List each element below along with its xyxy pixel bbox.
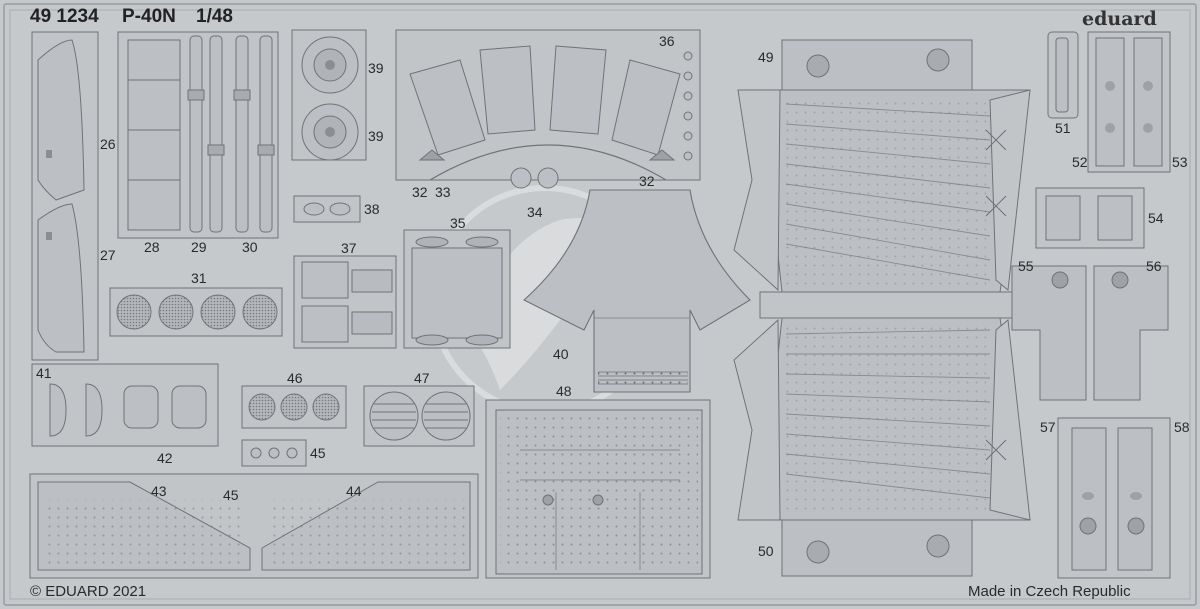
part-label-27: 27 [100,247,116,263]
part-label-48: 48 [556,383,572,399]
part-label-38: 38 [364,201,380,217]
part-32-36-group [395,29,701,189]
part-40-group [523,189,751,393]
part-55-56-group [1011,265,1169,401]
part-label-29: 29 [191,239,207,255]
fret-inner-frame [9,9,1191,600]
part-50-group [733,291,1031,577]
part-41-42-group [31,363,219,447]
part-label-55: 55 [1018,258,1034,274]
part-51-group [1047,31,1079,119]
part-48-group [485,399,711,579]
part-47-group [363,385,475,447]
part-label-58: 58 [1174,419,1190,435]
part-label-41: 41 [36,365,52,381]
part-37-group [293,255,397,349]
part-52-53-group [1087,31,1171,173]
part-label-49: 49 [758,49,774,65]
part-label-33: 33 [435,184,451,200]
part-label-39-bottom: 39 [368,128,384,144]
copyright-text: © EDUARD 2021 [30,583,147,600]
part-28-30-group [117,31,279,239]
part-label-43: 43 [151,483,167,499]
part-label-47: 47 [414,370,430,386]
part-label-28: 28 [144,239,160,255]
part-label-32-left: 32 [412,184,428,200]
part-46-group [241,385,347,429]
part-35-group [403,229,511,349]
part-label-36: 36 [659,33,675,49]
part-label-45-bottom: 45 [223,487,239,503]
part-label-57: 57 [1040,419,1056,435]
part-label-39-top: 39 [368,60,384,76]
part-43-44-group [29,473,479,579]
origin-text: Made in Czech Republic [968,583,1131,600]
part-label-44: 44 [346,483,362,499]
part-39-group [291,29,367,161]
fret-frame [3,3,1197,606]
part-label-40: 40 [553,346,569,362]
part-label-32-right: 32 [639,173,655,189]
part-label-35: 35 [450,215,466,231]
scale-label: 1/48 [196,6,233,27]
part-49-group [733,39,1031,293]
part-31-group [109,287,283,337]
part-label-46: 46 [287,370,303,386]
part-label-53: 53 [1172,154,1188,170]
part-26-27-group [31,31,99,361]
part-57-58-group [1057,417,1171,579]
part-label-30: 30 [242,239,258,255]
part-label-34: 34 [527,204,543,220]
part-label-26: 26 [100,136,116,152]
set-number: 49 1234 [30,6,99,27]
part-38-group [293,195,361,223]
part-label-42: 42 [157,450,173,466]
model-name: P-40N [122,6,176,27]
part-label-45-top: 45 [310,445,326,461]
part-label-52: 52 [1072,154,1088,170]
part-label-37: 37 [341,240,357,256]
part-54-group [1035,187,1145,249]
part-label-50: 50 [758,543,774,559]
part-label-51: 51 [1055,120,1071,136]
part-label-31: 31 [191,270,207,286]
brand-logo: eduard [1082,8,1157,30]
part-label-54: 54 [1148,210,1164,226]
part-label-56: 56 [1146,258,1162,274]
